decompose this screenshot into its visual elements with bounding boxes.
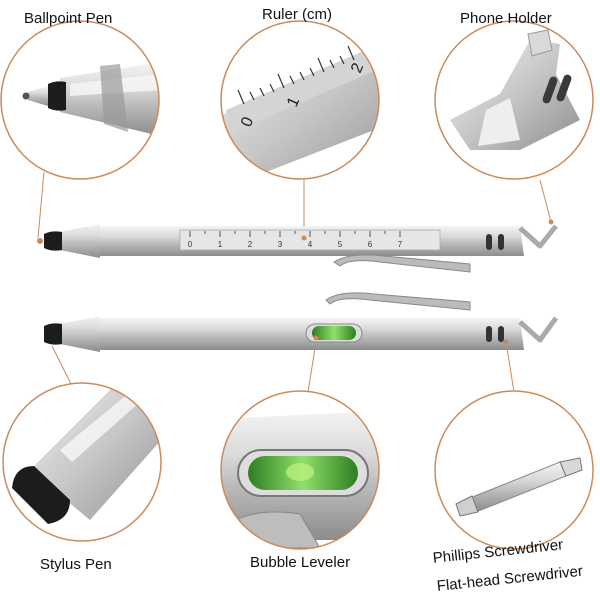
ballpoint-zoom-circle	[1, 21, 159, 179]
stylus-circle-border	[2, 382, 162, 542]
phone-holder-zoom-circle	[435, 21, 593, 179]
pen-ruler-tick-7: 7	[398, 240, 403, 249]
pen-ruler-tick-2: 2	[248, 240, 253, 249]
pen-ruler-tick-4: 4	[308, 240, 313, 249]
phone-holder-circle-border	[434, 20, 594, 180]
ruler-zoom-circle: 0 1 2	[221, 21, 379, 179]
label-ballpoint-pen: Ballpoint Pen	[24, 10, 113, 27]
leader-stylus	[51, 345, 75, 391]
label-ruler: Ruler (cm)	[262, 6, 332, 23]
screwdriver-circle-border	[434, 390, 594, 550]
screwdriver-zoom-circle	[435, 391, 593, 549]
label-bubble-leveler: Bubble Leveler	[250, 554, 351, 571]
ballpoint-circle-border	[0, 20, 160, 180]
pen-ruler-tick-1: 1	[218, 240, 223, 249]
leader-phone-holder	[539, 179, 552, 223]
stylus-zoom-circle	[3, 383, 161, 541]
ruler-circle-border	[220, 20, 380, 180]
pen-with-ruler: 0 1 2 3 4 5 6 7	[37, 219, 558, 273]
pen-ruler-tick-3: 3	[278, 240, 283, 249]
leader-bubble	[307, 341, 317, 393]
bubble-circle-border	[220, 390, 380, 550]
pen-ruler-tick-6: 6	[368, 240, 373, 249]
pen-with-level	[44, 292, 559, 352]
leader-screwdriver	[505, 341, 515, 393]
label-stylus-pen: Stylus Pen	[40, 556, 112, 573]
leader-lines	[37, 171, 552, 393]
pen-ruler-tick-5: 5	[338, 240, 343, 249]
label-phone-holder: Phone Holder	[460, 10, 552, 27]
bubble-zoom-circle	[221, 391, 379, 549]
leader-ballpoint	[37, 171, 45, 239]
pen-ruler-tick-0: 0	[188, 240, 193, 249]
